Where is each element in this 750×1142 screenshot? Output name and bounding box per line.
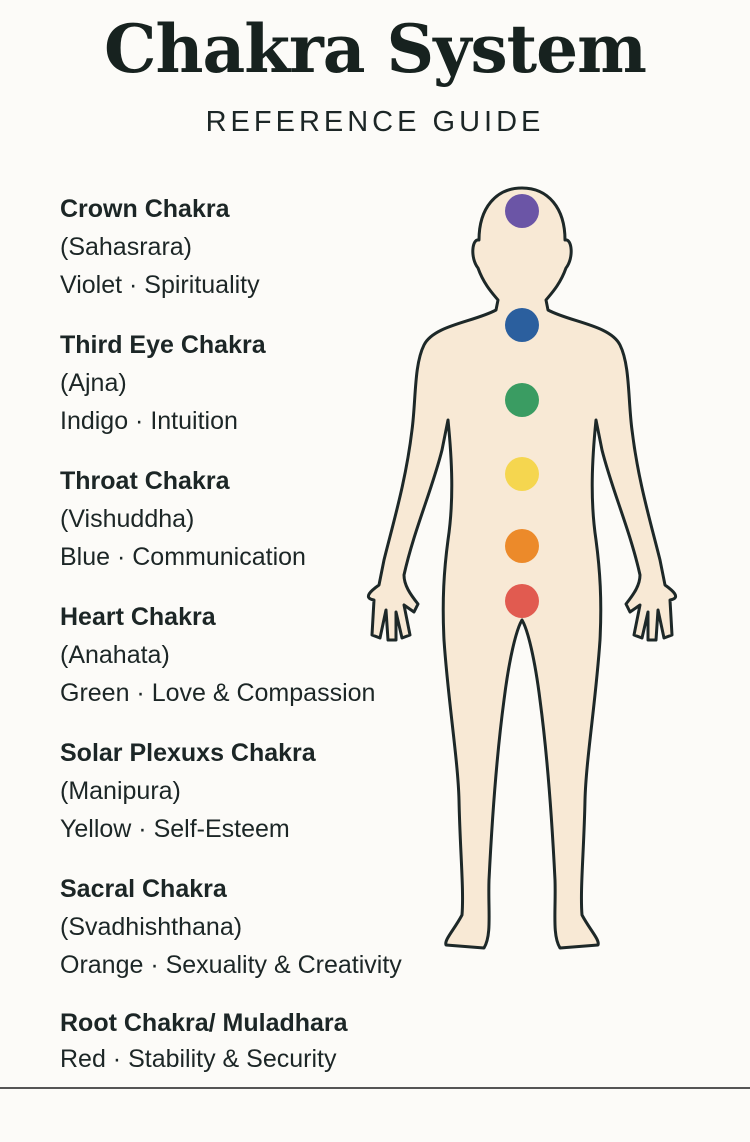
bottom-divider <box>0 1087 750 1089</box>
chakra-sanskrit: (Manipura) <box>60 777 181 805</box>
chakra-name: Third Eye Chakra <box>60 331 266 359</box>
chakra-entry-solar-plexus: Solar Plexuxs Chakra (Manipura) Yellow ·… <box>60 736 402 872</box>
chakra-dot-sacral <box>505 584 539 618</box>
chakra-description: Green · Love & Compassion <box>60 679 376 707</box>
chakra-sanskrit: (Ajna) <box>60 369 127 397</box>
chakra-sanskrit: (Anahata) <box>60 641 170 669</box>
chakra-entry-throat: Throat Chakra (Vishuddha) Blue · Communi… <box>60 464 402 600</box>
chakra-name: Crown Chakra <box>60 195 230 223</box>
chakra-description: Indigo · Intuition <box>60 407 238 435</box>
chakra-name: Throat Chakra <box>60 467 230 495</box>
chakra-sanskrit: (Vishuddha) <box>60 505 195 533</box>
chakra-name: Sacral Chakra <box>60 875 227 903</box>
chakra-dot-heart <box>505 457 539 491</box>
page-title: Chakra System <box>103 10 647 88</box>
chakra-name: Solar Plexuxs Chakra <box>60 739 316 767</box>
chakra-description: Blue · Communication <box>60 543 306 571</box>
chakra-description: Violet · Spirituality <box>60 271 260 299</box>
chakra-name: Root Chakra/ Muladhara <box>60 1009 348 1037</box>
human-figure-diagram <box>366 186 678 950</box>
chakra-entry-heart: Heart Chakra (Anahata) Green · Love & Co… <box>60 600 402 736</box>
chakra-list: Crown Chakra (Sahasrara) Violet · Spirit… <box>60 192 402 1142</box>
chakra-description: Yellow · Self-Esteem <box>60 815 290 843</box>
chakra-sanskrit: (Sahasrara) <box>60 233 192 261</box>
chakra-dot-throat <box>505 383 539 417</box>
body-silhouette <box>366 186 678 950</box>
chakra-entry-third-eye: Third Eye Chakra (Ajna) Indigo · Intuiti… <box>60 328 402 464</box>
chakra-dot-third-eye <box>505 308 539 342</box>
chakra-entry-root: Root Chakra/ Muladhara Red · Stability &… <box>60 1006 402 1142</box>
chakra-dot-solar-plexus <box>505 529 539 563</box>
chakra-description: Red · Stability & Security <box>60 1045 337 1073</box>
chakra-entry-sacral: Sacral Chakra (Svadhishthana) Orange · S… <box>60 872 402 1008</box>
chakra-name: Heart Chakra <box>60 603 216 631</box>
chakra-sanskrit: (Svadhishthana) <box>60 913 243 941</box>
chakra-entry-crown: Crown Chakra (Sahasrara) Violet · Spirit… <box>60 192 402 328</box>
chakra-description: Orange · Sexuality & Creativity <box>60 951 402 979</box>
page-subtitle: REFERENCE GUIDE <box>205 106 545 138</box>
chakra-dot-crown <box>505 194 539 228</box>
